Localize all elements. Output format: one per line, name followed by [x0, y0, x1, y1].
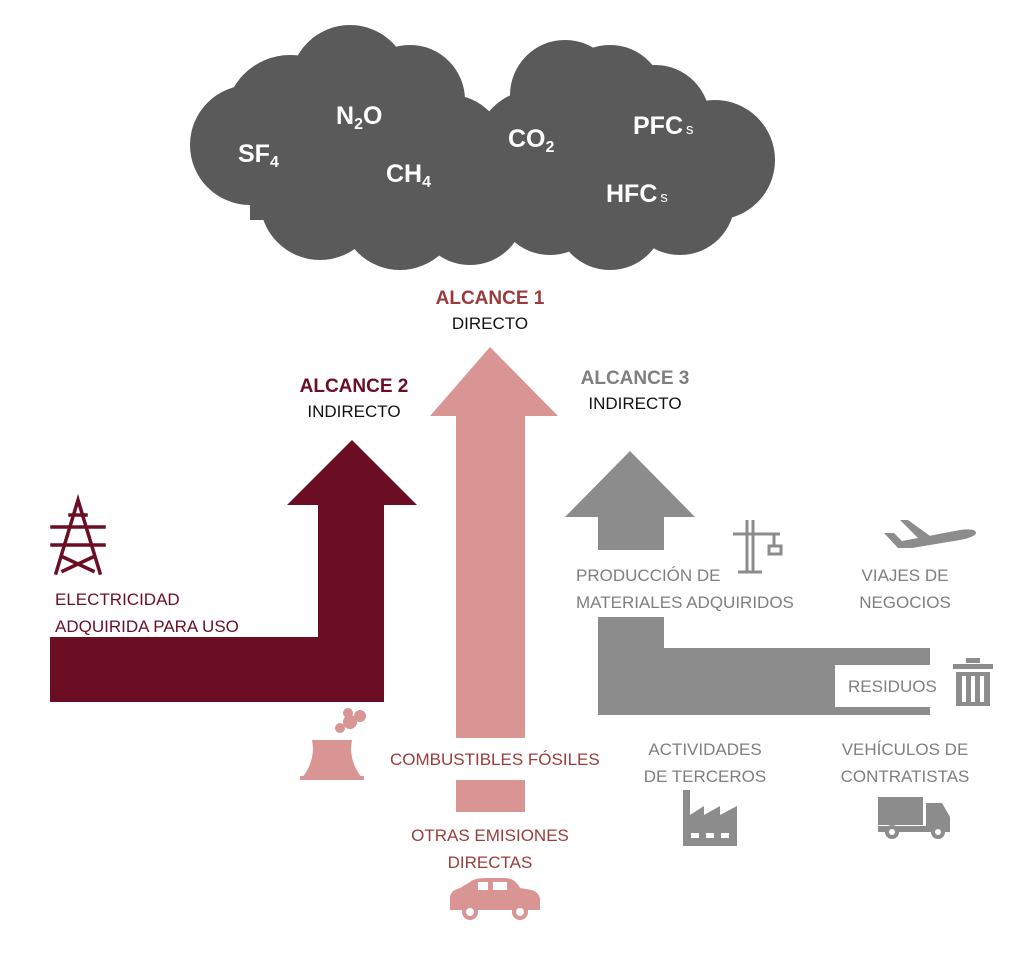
electricity-label: ELECTRICIDAD ADQUIRIDA PARA USO: [55, 590, 239, 636]
factory-icon: [683, 790, 737, 846]
scope3-arrow: [565, 451, 930, 715]
scope3-header: ALCANCE 3 INDIRECTO: [535, 368, 735, 414]
scope1-header: ALCANCE 1 DIRECTO: [390, 288, 590, 334]
scope3-subtitle: INDIRECTO: [588, 394, 682, 413]
scope2-header: ALCANCE 2 INDIRECTO: [254, 376, 454, 422]
cloud: [190, 25, 775, 270]
third-party-label: ACTIVIDADES DE TERCEROS: [643, 740, 767, 786]
gas-co2: CO2: [508, 125, 555, 156]
scope1-arrow: [430, 347, 558, 812]
crane-icon: [733, 520, 783, 574]
power-tower-icon: [50, 493, 106, 576]
gas-sf4: SF4: [238, 140, 279, 171]
waste-label: RESIDUOS: [848, 677, 937, 696]
scope2-subtitle: INDIRECTO: [307, 402, 401, 421]
trash-icon: [953, 658, 993, 706]
scope3-title: ALCANCE 3: [580, 368, 690, 389]
contractors-label: VEHÍCULOS DE CONTRATISTAS: [840, 740, 970, 786]
other-direct-label: OTRAS EMISIONES DIRECTAS: [411, 826, 569, 872]
car-icon: [450, 878, 540, 920]
airplane-icon: [884, 520, 976, 548]
travel-label: VIAJES DE NEGOCIOS: [859, 566, 951, 612]
scope2-title: ALCANCE 2: [299, 376, 409, 397]
gas-ch4: CH4: [386, 160, 432, 191]
scope2-arrow: [50, 440, 417, 702]
scope1-title: ALCANCE 1: [435, 288, 545, 309]
fossil-fuels-label: COMBUSTIBLES FÓSILES: [390, 750, 600, 769]
power-plant-icon: [300, 708, 366, 780]
gas-n2o: N2O: [336, 102, 383, 133]
materials-label: PRODUCCIÓN DE MATERIALES ADQUIRIDOS: [576, 566, 794, 612]
scope1-subtitle: DIRECTO: [451, 314, 529, 333]
truck-icon: [878, 797, 950, 839]
